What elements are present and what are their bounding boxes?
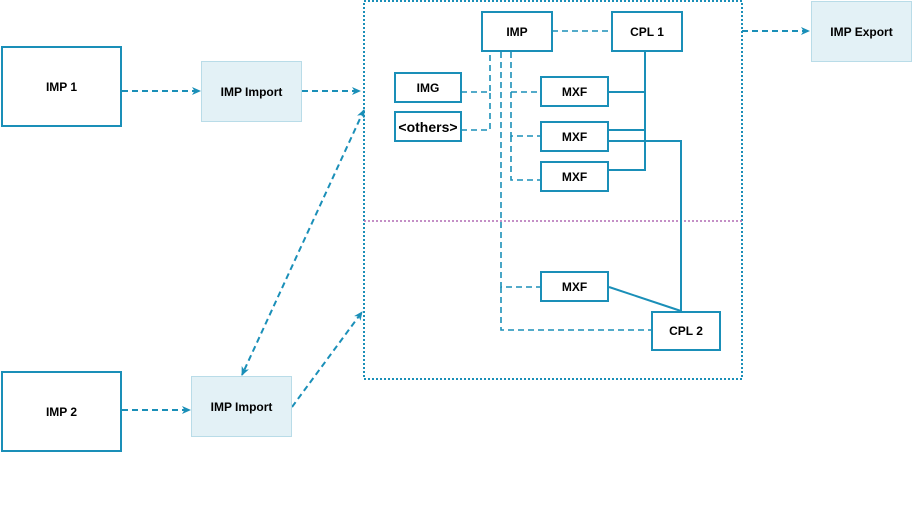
node-mxf-3[interactable]: MXF xyxy=(540,161,609,192)
node-imp1[interactable]: IMP 1 xyxy=(1,46,122,127)
node-imp-import-1[interactable]: IMP Import xyxy=(201,61,302,122)
internal-dashed-links xyxy=(461,30,651,331)
cpl1-trunk xyxy=(609,52,646,171)
node-imp-export[interactable]: IMP Export xyxy=(811,1,912,62)
link-cpl2 xyxy=(500,287,651,331)
arrow-import2-to-container xyxy=(291,311,363,408)
container-frame xyxy=(363,0,743,380)
link-others xyxy=(461,92,491,131)
node-cpl1[interactable]: CPL 1 xyxy=(611,11,683,52)
node-mxf-2[interactable]: MXF xyxy=(540,121,609,152)
cpl2-to-mxf2 xyxy=(609,140,682,311)
internal-solid-links xyxy=(608,52,682,312)
node-mxf-1[interactable]: MXF xyxy=(540,76,609,107)
link-mxf1 xyxy=(510,52,540,93)
cpl2-to-mxf4 xyxy=(608,286,682,312)
node-mxf-4[interactable]: MXF xyxy=(540,271,609,302)
node-imp2[interactable]: IMP 2 xyxy=(1,371,122,452)
node-cpl2[interactable]: CPL 2 xyxy=(651,311,721,351)
link-mxf2 xyxy=(510,92,540,137)
node-img[interactable]: IMG xyxy=(394,72,462,103)
node-imp[interactable]: IMP xyxy=(481,11,553,52)
arrow-container-to-import2 xyxy=(241,109,365,376)
node-imp-import-2[interactable]: IMP Import xyxy=(191,376,292,437)
link-img xyxy=(461,52,491,93)
node-others[interactable]: <others> xyxy=(394,111,462,142)
link-mxf3 xyxy=(510,136,540,181)
external-arrows xyxy=(122,27,810,414)
link-mxf4 xyxy=(500,52,540,288)
